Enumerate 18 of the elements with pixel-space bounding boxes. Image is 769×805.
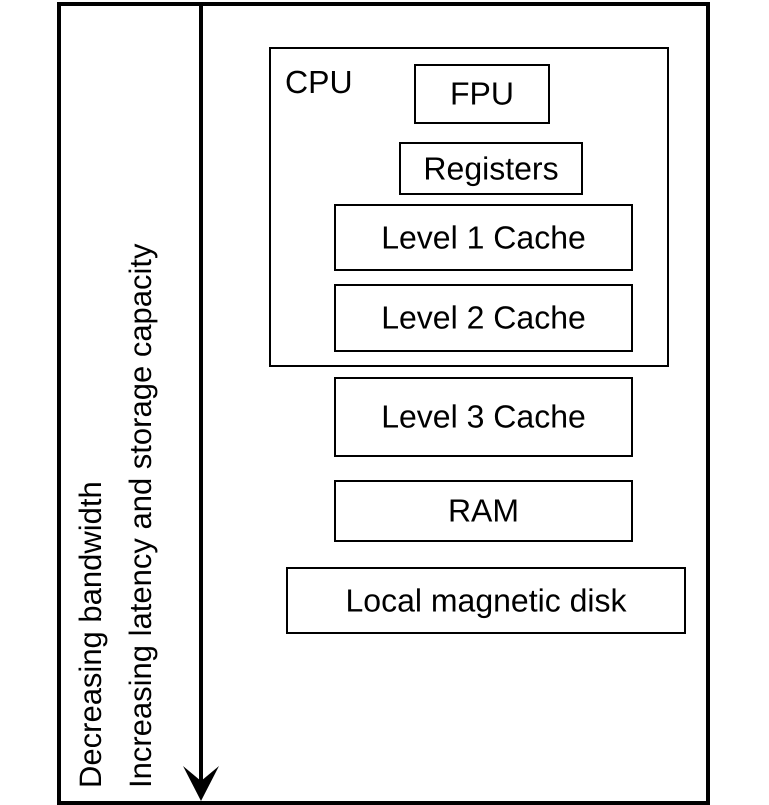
memory-level-box [334,204,633,271]
box-label: Registers [422,150,560,186]
box-label: CPU [285,65,353,100]
box-label: Level 3 Cache [380,399,587,435]
box-label: Local magnetic disk [344,582,628,618]
box-label: RAM [446,493,520,529]
memory-level-box [399,142,583,195]
axis-caption: Increasing latency and storage capacity [123,243,159,788]
group-box [269,47,669,367]
memory-level-box [286,567,686,634]
axis-caption: Decreasing bandwidth [73,481,109,788]
memory-level-box [334,480,633,542]
box-label: Level 1 Cache [380,220,587,256]
box-label: FPU [449,76,515,112]
box-label: Level 2 Cache [380,300,587,336]
memory-level-box [334,284,633,352]
memory-level-box [414,64,550,124]
memory-level-box [334,377,633,457]
